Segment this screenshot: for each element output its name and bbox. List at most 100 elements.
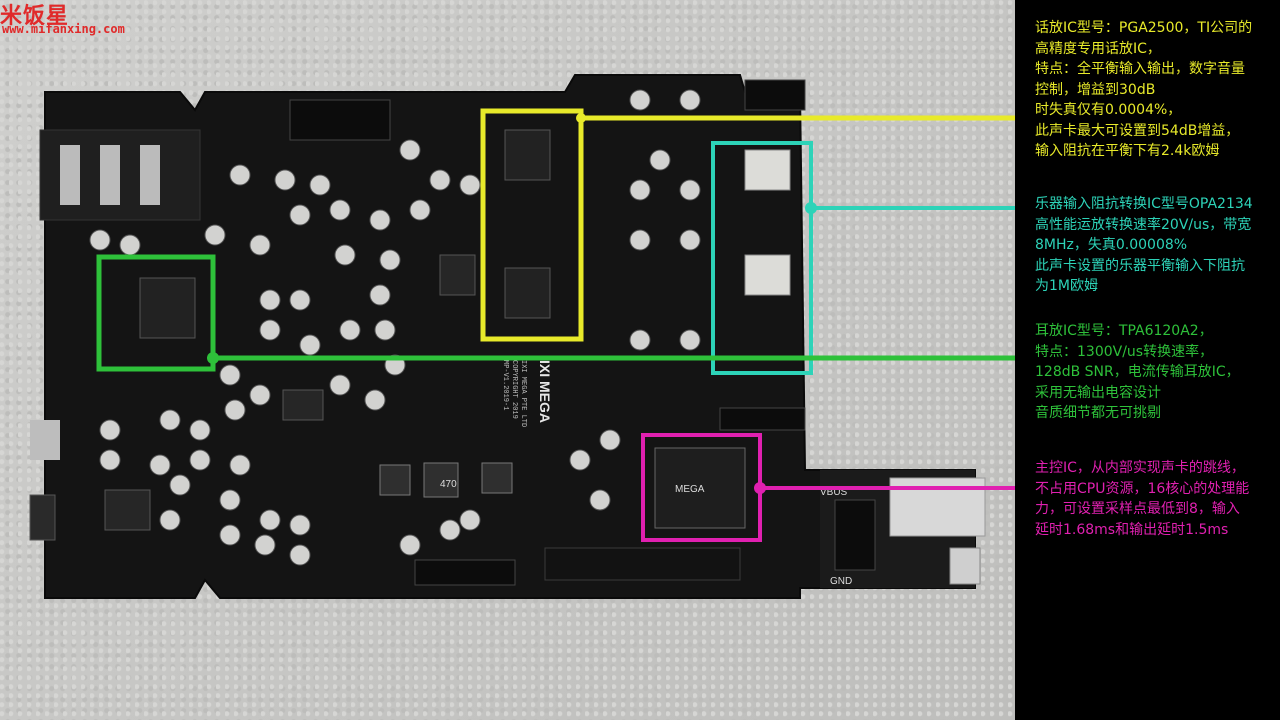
capacitor [379,249,401,271]
relay [744,149,791,191]
highlight-instrument [711,141,813,375]
capacitor [289,544,311,566]
capacitor [679,229,701,251]
silkscreen-line: COPYRIGHT 2019 [510,360,518,419]
capacitor [219,489,241,511]
inductor-label: 470 [440,479,457,490]
capacitor [289,514,311,536]
capacitor [259,319,281,341]
jack-contact [140,145,160,205]
pin-header [744,79,806,111]
board-brand: IXI MEGA [537,360,553,423]
capacitor [629,89,651,111]
leader-dot [207,352,219,364]
note-preamp-ic: 话放IC型号：PGA2500，TI公司的 高精度专用话放IC， 特点：全平衡输入… [1035,20,1253,159]
relay [744,254,791,296]
capacitor [99,419,121,441]
capacitor [229,164,251,186]
capacitor [329,374,351,396]
capacitor [459,509,481,531]
leader-dot [576,113,586,123]
capacitor [439,519,461,541]
capacitor [189,419,211,441]
pin-header [414,559,516,586]
vbus-label: VBUS [820,487,848,498]
jack-contact [60,145,80,205]
capacitor [149,454,171,476]
capacitor [329,199,351,221]
capacitor [99,449,121,471]
capacitor [399,534,421,556]
capacitor [274,169,296,191]
mcu-label: MEGA [675,484,705,495]
capacitor [159,409,181,431]
micro-usb-side [30,420,60,460]
capacitor [189,449,211,471]
capacitor [369,284,391,306]
capacitor [249,384,271,406]
capacitor [219,364,241,386]
capacitor [204,224,226,246]
capacitor [119,234,141,256]
pin-header [289,99,391,141]
chip-pga2500 [504,129,551,181]
capacitor [89,229,111,251]
capacitor [249,234,271,256]
highlight-preamp [480,108,584,342]
silkscreen-line: IXI MEGA PTE LTD [519,360,527,427]
capacitor [649,149,671,171]
chip-pga2500 [504,267,551,319]
jack-contact [100,145,120,205]
capacitor [334,244,356,266]
capacitor [589,489,611,511]
logo-url: www.mifanxing.com [2,22,125,36]
capacitors [89,89,701,566]
capacitor [374,319,396,341]
capacitor [399,139,421,161]
chip-tpa6120 [139,277,196,339]
capacitor [429,169,451,191]
capacitor [569,449,591,471]
leader-dot [805,202,817,214]
capacitor [159,509,181,531]
capacitor [599,429,621,451]
capacitor [679,329,701,351]
capacitor [629,329,651,351]
inductor [481,462,513,494]
capacitor [369,209,391,231]
annotation-panel: 话放IC型号：PGA2500，TI公司的 高精度专用话放IC， 特点：全平衡输入… [1015,0,1280,720]
capacitor [254,534,276,556]
capacitor [679,89,701,111]
capacitor [224,399,246,421]
capacitor [289,289,311,311]
note-main-ic: 主控IC，从内部实现声卡的跳线， 不占用CPU资源，16核心的处理能 力，可设置… [1035,460,1250,538]
pad-array [544,547,741,581]
leader-dot [754,482,766,494]
capacitor [219,524,241,546]
capacitor [259,509,281,531]
pcb-illustration: 470 MEGA VBUS GND IXI MEGA IXI MEGA PTE … [29,74,1015,599]
main-mcu-chip [654,447,746,529]
capacitor [309,174,331,196]
capacitor [364,389,386,411]
gnd-label: GND [830,576,852,587]
capacitor [289,204,311,226]
capacitor [259,289,281,311]
capacitor [459,174,481,196]
capacitor [629,179,651,201]
audio-jack-small [29,494,56,541]
inductor [379,464,411,496]
pin-header [719,407,806,431]
chip [104,489,151,531]
note-instrument-ic: 乐器输入阻抗转换IC型号OPA2134 高性能运放转换速率20V/us，带宽 8… [1035,196,1253,294]
capacitor [409,199,431,221]
note-headphone-ic: 耳放IC型号：TPA6120A2， 特点：1300V/us转换速率， 128dB… [1035,323,1240,421]
silkscreen-brand-group: IXI MEGA IXI MEGA PTE LTD COPYRIGHT 2019… [501,360,553,427]
logo-brand: 米饭星 [0,4,70,29]
pcb-photo: 470 MEGA VBUS GND IXI MEGA IXI MEGA PTE … [0,0,1015,720]
chip [282,389,324,421]
pin-header [834,499,876,571]
micro-usb-port [949,547,981,585]
watermark-logo: 米饭星 www.mifanxing.com [0,0,150,40]
capacitor [169,474,191,496]
